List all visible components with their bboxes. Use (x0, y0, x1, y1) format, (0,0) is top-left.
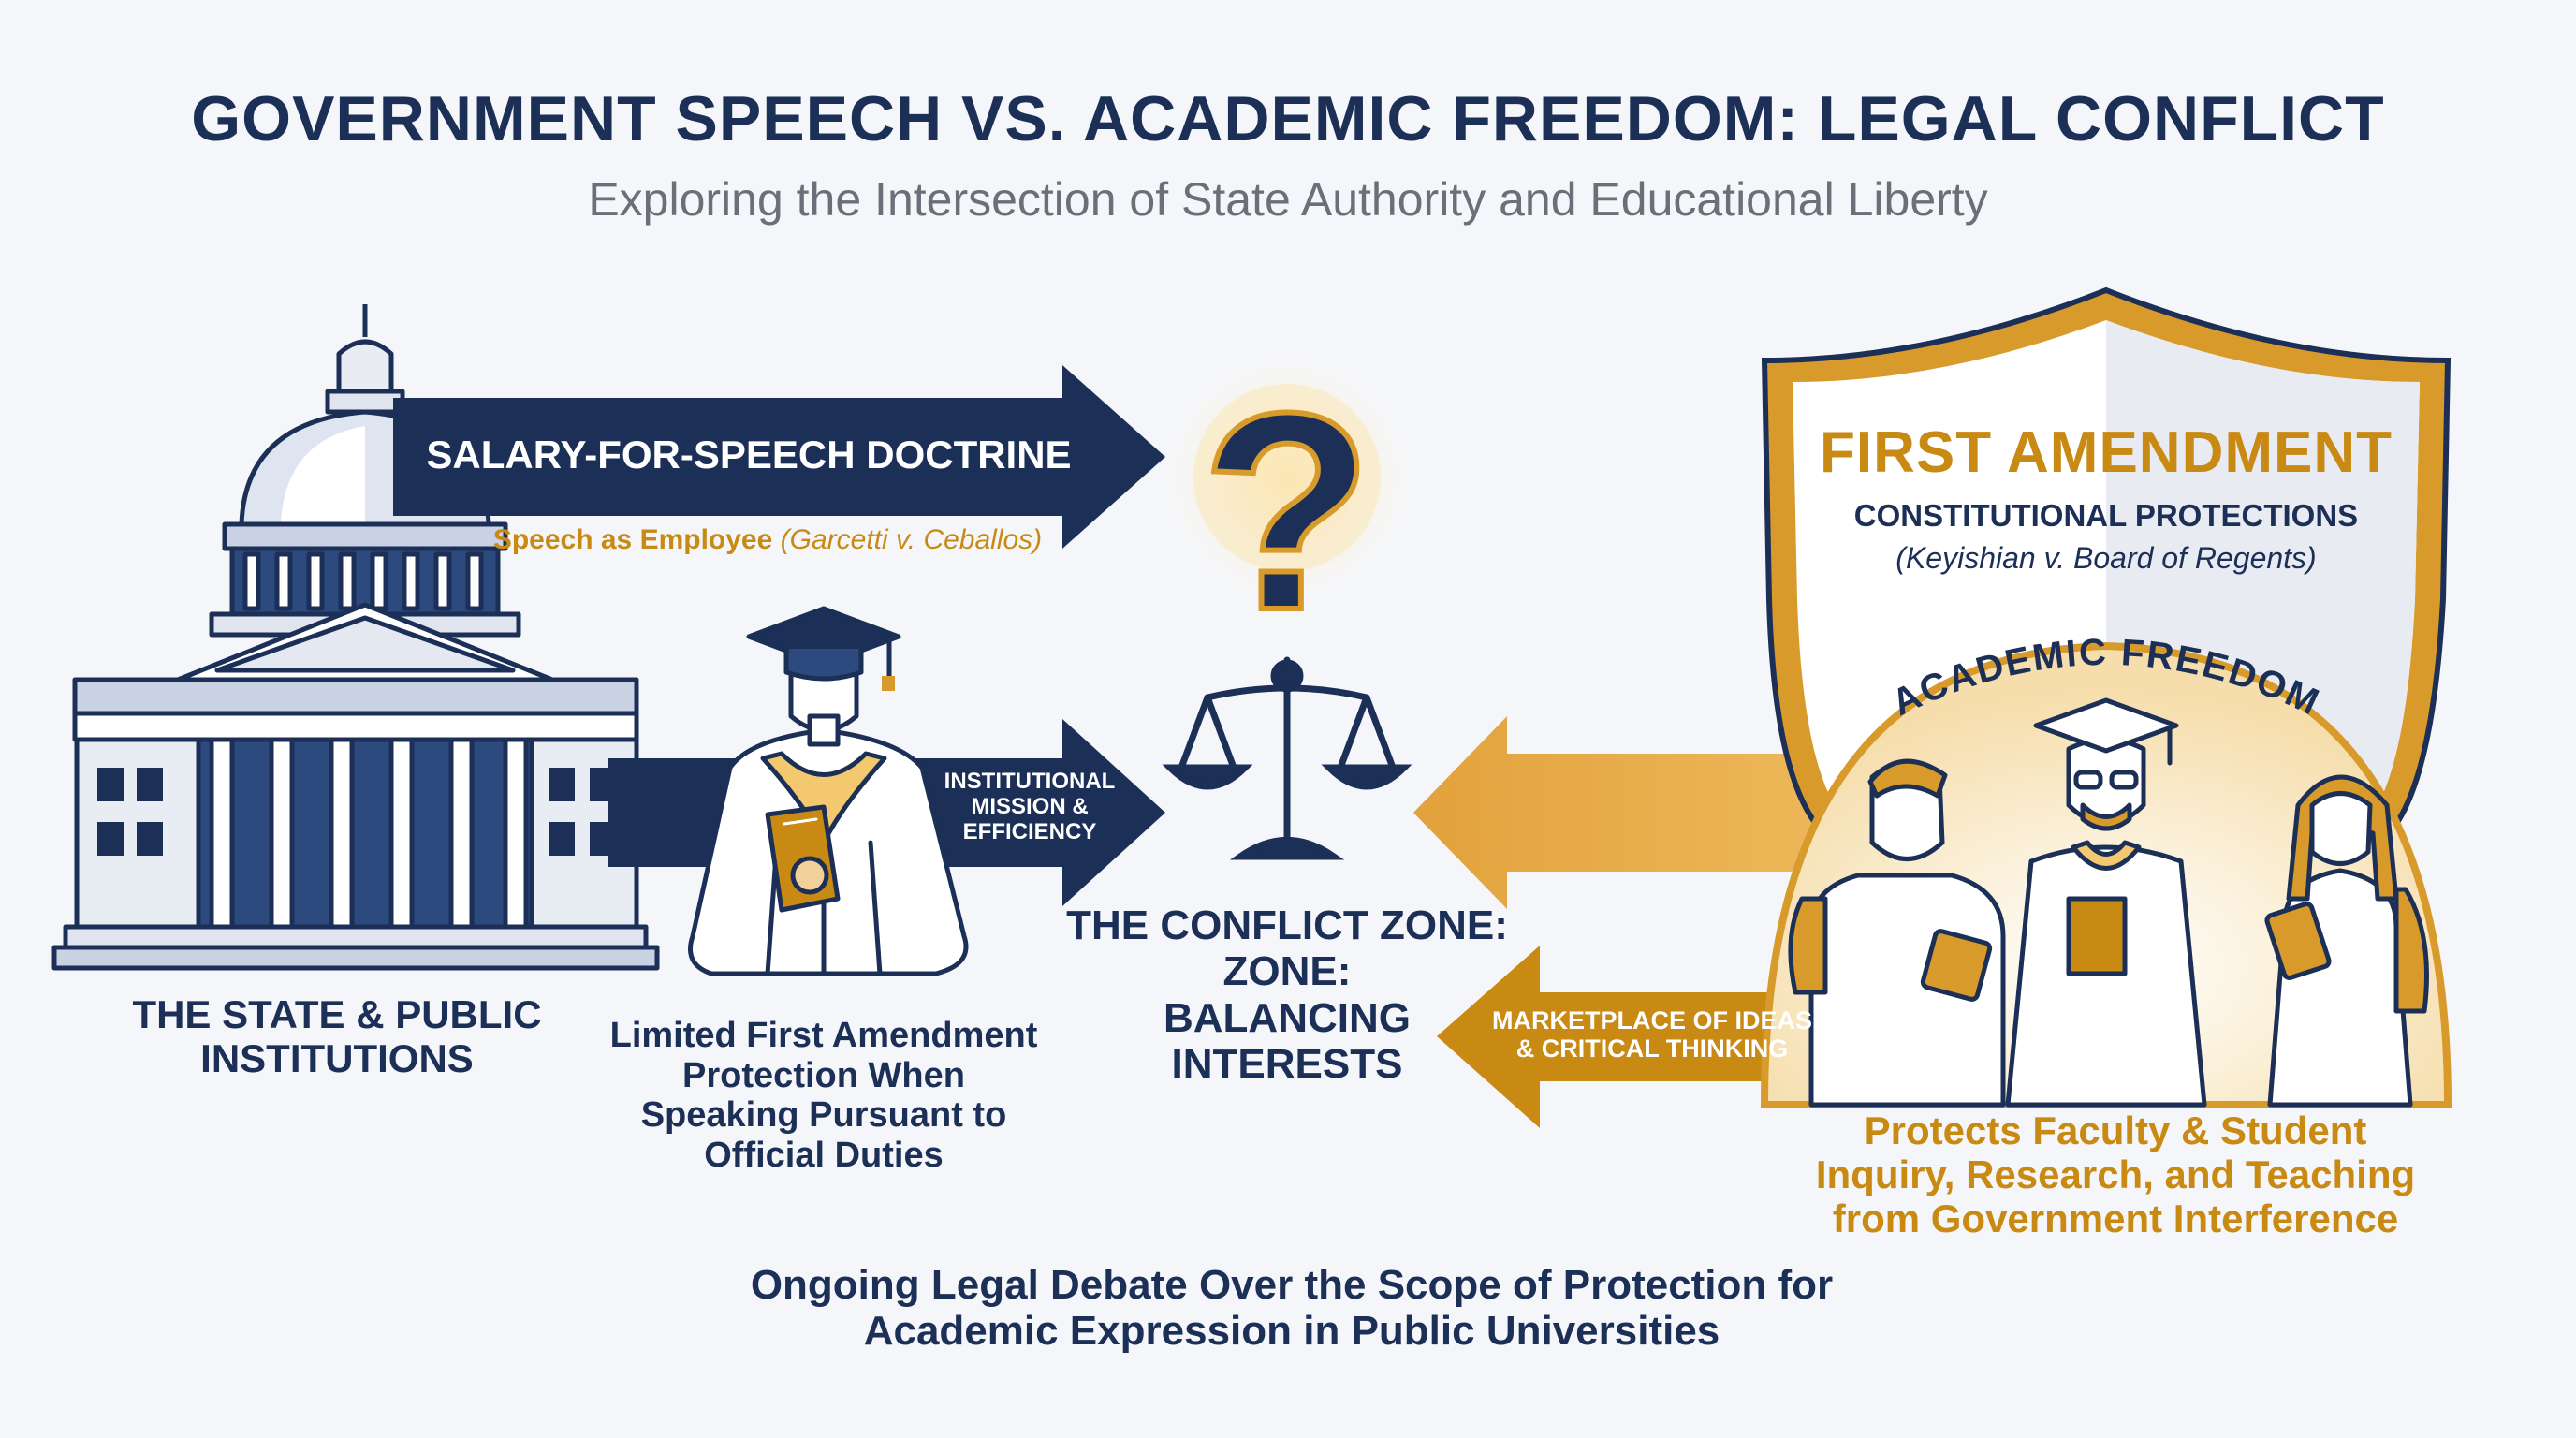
doctrine-arrow (393, 365, 1165, 549)
academic-arrow (1413, 716, 1835, 909)
shield-case: (Keyishian v. Board of Regents) (1895, 541, 2317, 575)
marketplace-arrow (1437, 946, 1853, 1128)
graduate-figure-icon (688, 606, 969, 976)
shield-subtitle: CONSTITUTIONAL PROTECTIONS (1853, 498, 2359, 533)
doctrine-caption: Speech as Employee (Garcetti v. Ceballos… (487, 524, 1048, 556)
footer-note: Ongoing Legal Debate Over the Scope of P… (750, 1262, 1834, 1355)
conflict-zone-label: THE CONFLICT ZONE: ZONE: BALANCING INTER… (1053, 902, 1521, 1087)
protects-caption: Protects Faculty & Student Inquiry, Rese… (1815, 1108, 2416, 1241)
doctrine-caption-bold: Speech as Employee (492, 524, 773, 555)
state-label: THE STATE & PUBLIC INSTITUTIONS (132, 992, 542, 1081)
shield-title: FIRST AMENDMENT (1820, 420, 2393, 485)
employee-caption: Limited First Amendment Protection When … (609, 1016, 1038, 1175)
marketplace-arrow-label: MARKETPLACE OF IDEAS & CRITICAL THINKING (1491, 1006, 1812, 1064)
conflict-line-3: BALANCING INTERESTS (1164, 994, 1411, 1087)
doctrine-arrow-label: SALARY-FOR-SPEECH DOCTRINE (426, 433, 1072, 477)
scales-of-justice-icon (1162, 656, 1412, 860)
students-group-icon (1788, 697, 2429, 1108)
conflict-line-1: THE CONFLICT ZONE: (1066, 902, 1508, 948)
conflict-line-2: ZONE: (1222, 948, 1352, 995)
mission-arrow-label: INSTITUTIONAL MISSION & EFFICIENCY (944, 769, 1116, 844)
page-subtitle: Exploring the Intersection of State Auth… (588, 173, 1988, 226)
page-title: GOVERNMENT SPEECH VS. ACADEMIC FREEDOM: … (191, 83, 2385, 154)
question-mark-icon: ? (1201, 354, 1372, 668)
doctrine-caption-case: (Garcetti v. Ceballos) (780, 524, 1043, 555)
